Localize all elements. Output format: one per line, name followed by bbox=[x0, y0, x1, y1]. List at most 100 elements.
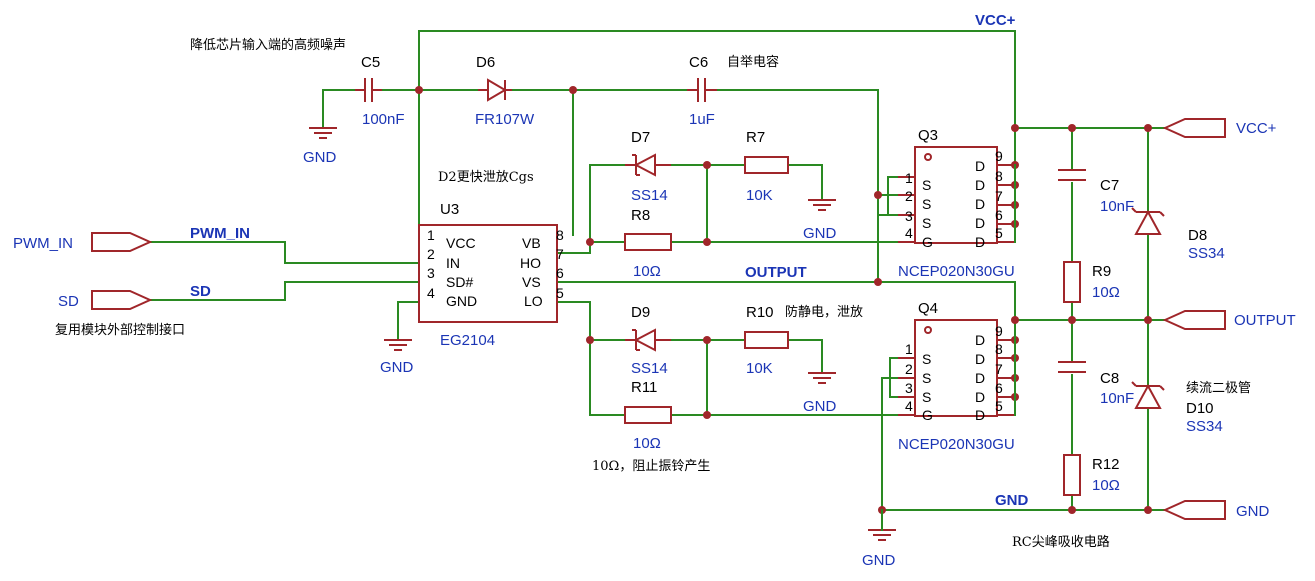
d8-value: SS34 bbox=[1188, 245, 1225, 262]
gnd-u3: GND bbox=[380, 339, 414, 376]
svg-text:S: S bbox=[922, 215, 931, 231]
svg-text:8: 8 bbox=[556, 227, 564, 243]
svg-text:D: D bbox=[975, 370, 985, 386]
capacitor-c6: C6 1uF bbox=[687, 54, 717, 128]
gnd-bottom: GND bbox=[862, 509, 897, 569]
svg-text:7: 7 bbox=[556, 246, 564, 262]
svg-text:3: 3 bbox=[905, 208, 913, 224]
port-gnd: GND bbox=[1162, 500, 1270, 520]
svg-text:7: 7 bbox=[995, 361, 1003, 377]
c7-value: 10nF bbox=[1100, 198, 1134, 215]
diode-d6: D6 FR107W bbox=[475, 54, 535, 128]
gnd-label: GND bbox=[303, 149, 337, 166]
gnd-r10: GND bbox=[803, 372, 837, 415]
d9-value: SS14 bbox=[631, 360, 668, 377]
u3-ref: U3 bbox=[440, 201, 459, 218]
svg-text:3: 3 bbox=[427, 265, 435, 281]
svg-text:2: 2 bbox=[905, 361, 913, 377]
r8-value: 10Ω bbox=[633, 263, 661, 280]
q3-ref: Q3 bbox=[918, 127, 938, 144]
c6-value: 1uF bbox=[689, 111, 715, 128]
d9-ref: D9 bbox=[631, 304, 650, 321]
resistor-r8: R8 10Ω bbox=[624, 207, 672, 280]
c6-note: 自举电容 bbox=[727, 54, 779, 70]
c7-ref: C7 bbox=[1100, 177, 1119, 194]
svg-text:D: D bbox=[975, 351, 985, 367]
svg-text:1: 1 bbox=[905, 341, 913, 357]
svg-text:1: 1 bbox=[427, 227, 435, 243]
d6-value: FR107W bbox=[475, 111, 535, 128]
port-vcc: VCC+ bbox=[1162, 118, 1277, 138]
svg-text:1: 1 bbox=[905, 170, 913, 186]
svg-text:VCC: VCC bbox=[446, 235, 476, 251]
r11-value: 10Ω bbox=[633, 435, 661, 452]
net-output: OUTPUT bbox=[745, 264, 807, 281]
resistor-r10: R10 10K bbox=[744, 304, 789, 377]
d2-note: D2更快泄放Cgs bbox=[438, 170, 534, 185]
gnd-label: GND bbox=[862, 552, 896, 569]
d7-value: SS14 bbox=[631, 187, 668, 204]
gnd-label: GND bbox=[803, 398, 837, 415]
svg-text:IN: IN bbox=[446, 255, 460, 271]
diode-d7: D7 SS14 bbox=[625, 129, 671, 204]
r10-note: 防静电，泄放 bbox=[785, 304, 863, 320]
svg-text:D: D bbox=[975, 234, 985, 250]
svg-text:SD#: SD# bbox=[446, 274, 473, 290]
svg-text:S: S bbox=[922, 389, 931, 405]
svg-text:D: D bbox=[975, 215, 985, 231]
svg-text:LO: LO bbox=[524, 293, 543, 309]
svg-text:8: 8 bbox=[995, 168, 1003, 184]
sd-note: 复用模块外部控制接口 bbox=[55, 322, 185, 338]
gnd-label: GND bbox=[803, 225, 837, 242]
diode-d9: D9 SS14 bbox=[625, 304, 671, 377]
svg-text:D: D bbox=[975, 158, 985, 174]
svg-text:G: G bbox=[922, 234, 933, 250]
resistor-r9: R9 10Ω bbox=[1063, 261, 1120, 303]
svg-text:6: 6 bbox=[995, 207, 1003, 223]
mosfet-q4: Q4 NCEP020N30GU 1 S 2 S 3 S 4 G 9 D 8 D … bbox=[898, 300, 1016, 453]
net-vcc: VCC+ bbox=[975, 12, 1016, 29]
port-pwm-in: PWM_IN bbox=[13, 232, 153, 252]
u3-value: EG2104 bbox=[440, 332, 495, 349]
c8-ref: C8 bbox=[1100, 370, 1119, 387]
port-sd: SD bbox=[58, 290, 153, 310]
r9-ref: R9 bbox=[1092, 263, 1111, 280]
capacitor-c5: C5 100nF bbox=[355, 54, 405, 128]
svg-text:9: 9 bbox=[995, 148, 1003, 164]
port-sd-label: SD bbox=[58, 293, 79, 310]
net-sd: SD bbox=[190, 283, 211, 300]
resistor-r12: R12 10Ω bbox=[1063, 454, 1120, 496]
svg-text:2: 2 bbox=[427, 246, 435, 262]
c6-ref: C6 bbox=[689, 54, 708, 71]
d7-ref: D7 bbox=[631, 129, 650, 146]
svg-text:S: S bbox=[922, 196, 931, 212]
svg-text:6: 6 bbox=[995, 380, 1003, 396]
r7-ref: R7 bbox=[746, 129, 765, 146]
svg-text:D: D bbox=[975, 177, 985, 193]
r11-ref: R11 bbox=[631, 379, 657, 396]
c5-value: 100nF bbox=[362, 111, 405, 128]
svg-text:D: D bbox=[975, 332, 985, 348]
r10-ref: R10 bbox=[746, 304, 774, 321]
d10-value: SS34 bbox=[1186, 418, 1223, 435]
net-pwm-in: PWM_IN bbox=[190, 225, 250, 242]
q4-value: NCEP020N30GU bbox=[898, 436, 1015, 453]
port-vcc-label: VCC+ bbox=[1236, 120, 1277, 137]
svg-text:5: 5 bbox=[995, 398, 1003, 414]
svg-text:HO: HO bbox=[520, 255, 541, 271]
svg-text:VS: VS bbox=[522, 274, 541, 290]
d10-ref: D10 bbox=[1186, 400, 1214, 417]
port-pwm-in-label: PWM_IN bbox=[13, 235, 73, 252]
svg-text:D: D bbox=[975, 407, 985, 423]
svg-text:D: D bbox=[975, 196, 985, 212]
resistor-r7: R7 10K bbox=[744, 129, 789, 204]
d8-ref: D8 bbox=[1188, 227, 1207, 244]
svg-text:6: 6 bbox=[556, 265, 564, 281]
r7-value: 10K bbox=[746, 187, 773, 204]
svg-text:G: G bbox=[922, 407, 933, 423]
svg-text:9: 9 bbox=[995, 323, 1003, 339]
diode-d8: D8 SS34 bbox=[1131, 207, 1225, 262]
gnd-c5: GND bbox=[303, 127, 338, 166]
junctions bbox=[415, 86, 1152, 514]
svg-text:4: 4 bbox=[427, 285, 435, 301]
